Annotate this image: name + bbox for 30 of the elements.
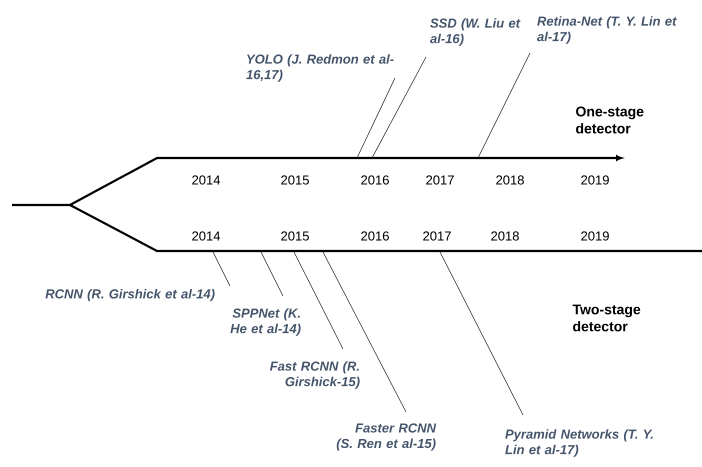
reference-label: Fast RCNN (R. Girshick-15) <box>270 361 360 389</box>
reference-label: Retina-Net (T. Y. Lin et al-17) <box>537 16 677 44</box>
leader-line <box>294 252 344 350</box>
branch-label: One-stage detector <box>576 106 644 134</box>
year-label: 2019 <box>581 231 609 241</box>
year-label: 2015 <box>281 175 309 185</box>
year-label: 2016 <box>361 231 389 241</box>
year-label: 2018 <box>496 175 524 185</box>
reference-label: YOLO (J. Redmon et al-16,17) <box>246 54 394 82</box>
leader-line <box>478 52 530 158</box>
year-label: 2018 <box>491 231 519 241</box>
year-label: 2015 <box>281 231 309 241</box>
leader-line <box>440 252 524 416</box>
leader-line <box>372 56 426 158</box>
year-label: 2017 <box>423 231 451 241</box>
leader-line <box>322 252 406 412</box>
reference-label: SSD (W. Liu et al-16) <box>430 18 520 46</box>
reference-label: Faster RCNN (S. Ren et al-15) <box>336 423 436 451</box>
year-label: 2014 <box>192 231 220 241</box>
reference-label: SPPNet (K. He et al-14) <box>230 308 301 336</box>
year-label: 2014 <box>192 175 220 185</box>
leader-line <box>356 78 396 158</box>
reference-label: RCNN (R. Girshick et al-14) <box>45 288 215 302</box>
leader-line <box>212 252 230 286</box>
year-label: 2017 <box>426 175 454 185</box>
leader-line <box>260 252 284 296</box>
year-label: 2019 <box>581 175 609 185</box>
year-label: 2016 <box>361 175 389 185</box>
branch-label: Two-stage detector <box>572 304 640 332</box>
reference-label: Pyramid Networks (T. Y. Lin et al-17) <box>505 429 653 457</box>
